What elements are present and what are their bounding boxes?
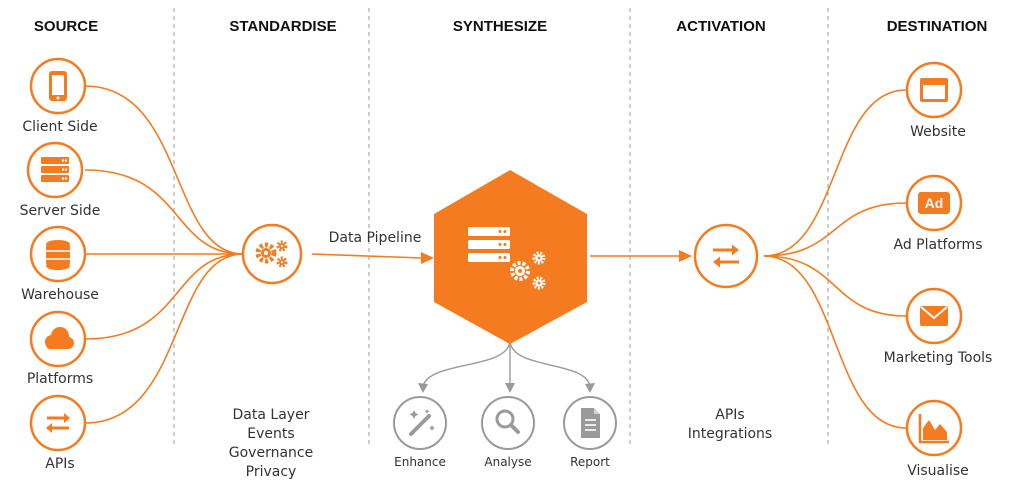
column-dividers	[173, 8, 829, 448]
destination-node-website[interactable]: Website	[905, 61, 966, 140]
tool-analyse[interactable]: Analyse	[481, 396, 535, 469]
source-label: Client Side	[22, 119, 97, 135]
tool-label: Analyse	[484, 455, 531, 469]
tool-arrowheads	[418, 383, 595, 393]
tool-enhance[interactable]: Enhance	[393, 396, 447, 469]
document-icon	[581, 408, 600, 438]
activation-connector	[590, 250, 692, 262]
header-source: SOURCE	[34, 18, 98, 35]
standardise-notes: Data Layer Events Governance Privacy	[229, 407, 313, 480]
exchange-icon	[46, 413, 70, 433]
column-headers: SOURCE STANDARDISE SYNTHESIZE ACTIVATION…	[34, 18, 987, 35]
source-label: Platforms	[27, 371, 93, 387]
destination-label: Visualise	[907, 463, 969, 479]
source-node-client-side[interactable]: Client Side	[22, 57, 98, 135]
cloud-icon	[45, 327, 74, 349]
standardise-note: Events	[247, 426, 294, 442]
destination-node-visualise[interactable]: Visualise	[905, 399, 969, 479]
header-destination: DESTINATION	[887, 18, 988, 35]
header-activation: ACTIVATION	[676, 18, 765, 35]
source-label: APIs	[45, 456, 74, 472]
pipeline-connector	[311, 252, 434, 264]
source-label: Warehouse	[21, 287, 99, 303]
standardise-note: Data Layer	[233, 407, 310, 423]
destination-label: Website	[910, 124, 966, 140]
destination-label: Marketing Tools	[884, 350, 993, 366]
standardise-note: Privacy	[246, 464, 297, 480]
activation-node[interactable]	[693, 223, 759, 289]
magnifier-icon	[495, 409, 520, 434]
destination-node-marketing-tools[interactable]: Marketing Tools	[884, 287, 993, 366]
browser-window-icon	[920, 78, 948, 102]
standardise-node[interactable]	[241, 223, 303, 285]
tool-label: Report	[570, 455, 610, 469]
destination-label: Ad Platforms	[893, 237, 982, 253]
source-connectors	[84, 85, 244, 424]
server-gears-icon	[468, 227, 546, 290]
destination-connectors	[763, 89, 907, 429]
header-synthesize: SYNTHESIZE	[453, 18, 547, 35]
source-node-warehouse[interactable]: Warehouse	[21, 225, 99, 303]
server-icon	[41, 157, 69, 182]
activation-note: Integrations	[688, 426, 772, 442]
phone-icon	[49, 71, 67, 101]
source-node-platforms[interactable]: Platforms	[27, 310, 93, 387]
source-node-apis[interactable]: APIs	[29, 394, 87, 472]
exchange-icon	[713, 244, 739, 268]
activation-notes: APIs Integrations	[688, 407, 772, 442]
tool-report[interactable]: Report	[563, 396, 617, 469]
envelope-icon	[920, 306, 948, 326]
pipeline-label: Data Pipeline	[329, 230, 422, 246]
source-label: Server Side	[20, 203, 101, 219]
area-chart-icon	[918, 414, 949, 444]
source-node-server-side[interactable]: Server Side	[20, 141, 101, 219]
standardise-note: Governance	[229, 445, 313, 461]
synthesize-hub[interactable]	[434, 170, 587, 344]
header-standardise: STANDARDISE	[229, 18, 336, 35]
database-icon	[46, 240, 70, 270]
svg-text:Ad: Ad	[925, 195, 944, 211]
ad-icon: Ad	[918, 192, 950, 214]
magic-wand-icon	[409, 409, 435, 436]
gears-icon	[255, 240, 288, 268]
activation-note: APIs	[715, 407, 744, 423]
tool-connectors	[422, 339, 591, 387]
destination-node-ad-platforms[interactable]: Ad Ad Platforms	[893, 174, 983, 253]
tool-label: Enhance	[394, 455, 446, 469]
